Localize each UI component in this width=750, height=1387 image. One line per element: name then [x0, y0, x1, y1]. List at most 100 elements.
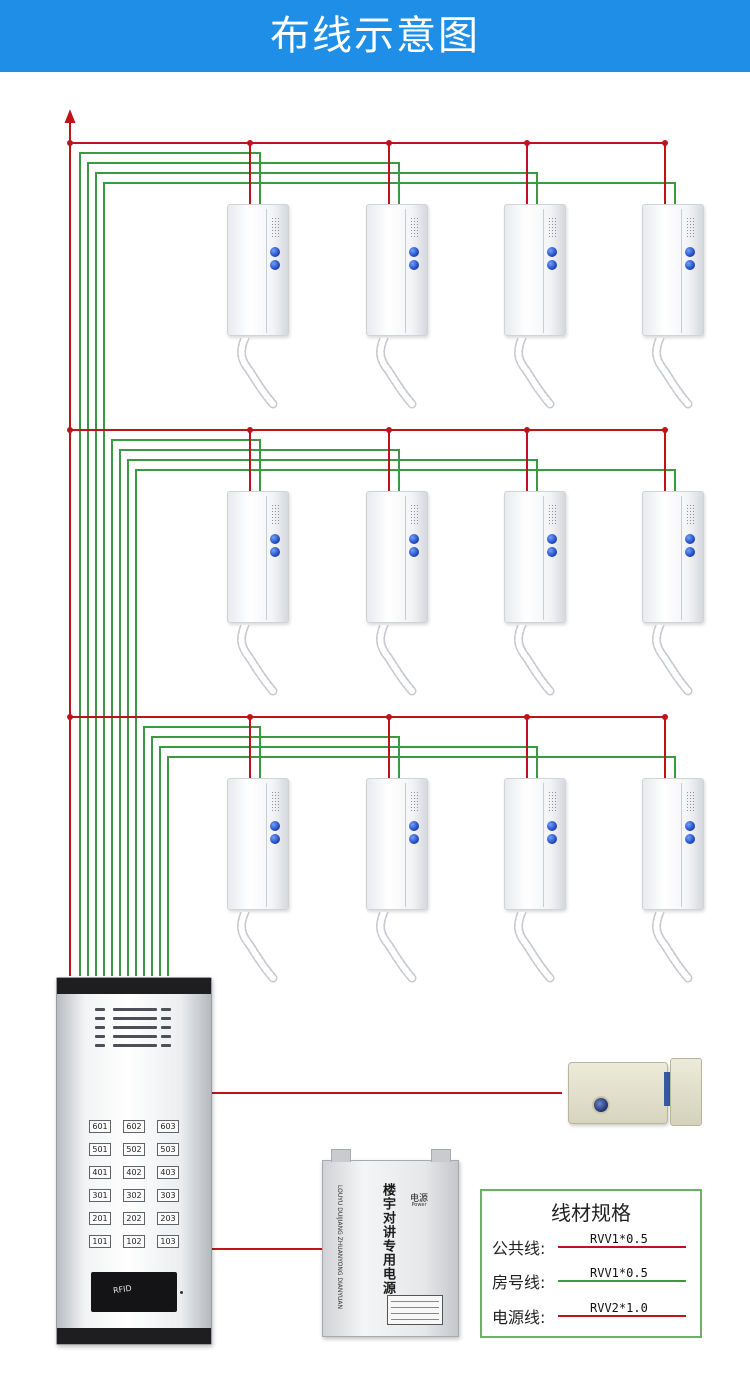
speaker-icon: [271, 791, 281, 811]
wire-junction: [386, 427, 392, 433]
room-key-button[interactable]: 603: [157, 1120, 179, 1133]
call-button-icon: [270, 821, 280, 831]
psu-subtitle: Power: [411, 1202, 427, 1208]
call-button-icon: [409, 247, 419, 257]
coiled-cord-icon: [376, 338, 417, 409]
spec-swatch-power: [558, 1315, 686, 1317]
call-button-icon: [685, 247, 695, 257]
grille-slot: [113, 1026, 157, 1029]
unlock-button-icon: [270, 834, 280, 844]
spec-value-power: RVV2*1.0: [590, 1301, 648, 1315]
spec-swatch-common: [558, 1246, 686, 1248]
mount-tab: [331, 1149, 351, 1162]
room-key-button[interactable]: 401: [89, 1166, 111, 1179]
grille-slot: [161, 1035, 171, 1038]
room-key-button[interactable]: 102: [123, 1235, 145, 1248]
room-key-button[interactable]: 602: [123, 1120, 145, 1133]
wire-junction: [247, 140, 253, 146]
coiled-cord-icon: [376, 912, 417, 983]
room-key-button[interactable]: 103: [157, 1235, 179, 1248]
indoor-handset: [504, 491, 566, 697]
indoor-handset: [366, 491, 428, 697]
handset-body: [366, 778, 428, 910]
speaker-icon: [686, 217, 696, 237]
room-wire: [111, 439, 261, 976]
strike-plate: [670, 1058, 702, 1126]
grille-slot: [95, 1026, 105, 1029]
psu-title: 电源: [409, 1194, 428, 1204]
room-key-button[interactable]: 303: [157, 1189, 179, 1202]
call-button-icon: [409, 821, 419, 831]
room-key-button[interactable]: 403: [157, 1166, 179, 1179]
handset-body: [227, 778, 289, 910]
door-entry-panel: 601 602 603 501 502 503 401 402 403 301 302 303 201 2…: [56, 977, 212, 1345]
room-wire: [79, 152, 261, 976]
wire-junction: [247, 427, 253, 433]
handset-body: [366, 204, 428, 336]
coiled-cord-icon: [237, 338, 278, 409]
indoor-handset: [642, 204, 704, 410]
rfid-label: RFID: [112, 1283, 133, 1296]
room-key-button[interactable]: 601: [89, 1120, 111, 1133]
room-key-button[interactable]: 101: [89, 1235, 111, 1248]
call-button-icon: [409, 534, 419, 544]
rfid-reader: RFID: [91, 1272, 177, 1312]
spec-swatch-room: [558, 1280, 686, 1282]
room-key-button[interactable]: 202: [123, 1212, 145, 1225]
call-button-icon: [547, 821, 557, 831]
wire-junction: [524, 427, 530, 433]
coiled-cord-icon: [514, 338, 555, 409]
handset-body: [227, 204, 289, 336]
grille-slot: [95, 1017, 105, 1020]
room-key-button[interactable]: 402: [123, 1166, 145, 1179]
room-wire: [167, 756, 676, 976]
indoor-handset: [227, 491, 289, 697]
unlock-button-icon: [409, 834, 419, 844]
speaker-icon: [686, 504, 696, 524]
speaker-icon: [410, 791, 420, 811]
psu-pinyin-label: LOUYU DUIJIANG ZHUANYONG DIANYUAN: [336, 1185, 343, 1310]
psu-spec-plate: [387, 1295, 443, 1325]
unlock-button-icon: [270, 547, 280, 557]
cable-spec-legend: 线材规格 公共线: RVV1*0.5 房号线: RVV1*0.5 电源线: RV…: [480, 1189, 702, 1338]
coiled-cord-icon: [652, 912, 693, 983]
indoor-handset: [227, 778, 289, 984]
unlock-button-icon: [270, 260, 280, 270]
handset-body: [642, 778, 704, 910]
power-supply-box: LOUYU DUIJIANG ZHUANYONG DIANYUAN 楼宇对讲专用…: [322, 1149, 459, 1337]
room-key-button[interactable]: 301: [89, 1189, 111, 1202]
wire-junction: [247, 714, 253, 720]
psu-brand-label: 楼宇对讲专用电源: [380, 1183, 395, 1295]
room-key-button[interactable]: 501: [89, 1143, 111, 1156]
key-cylinder-icon: [592, 1096, 610, 1114]
mount-tab: [431, 1149, 451, 1162]
speaker-icon: [410, 504, 420, 524]
grille-slot: [113, 1017, 157, 1020]
grille-slot: [95, 1035, 105, 1038]
speaker-icon: [271, 504, 281, 524]
room-key-button[interactable]: 302: [123, 1189, 145, 1202]
unlock-button-icon: [685, 834, 695, 844]
room-key-button[interactable]: 503: [157, 1143, 179, 1156]
indoor-handset: [504, 778, 566, 984]
header-bar: 布线示意图: [0, 0, 750, 72]
handset-body: [642, 491, 704, 623]
spec-label-common: 公共线:: [492, 1239, 546, 1258]
speaker-icon: [686, 791, 696, 811]
wire-junction: [67, 140, 73, 146]
room-key-button[interactable]: 203: [157, 1212, 179, 1225]
call-button-icon: [547, 534, 557, 544]
coiled-cord-icon: [652, 625, 693, 696]
speaker-icon: [548, 217, 558, 237]
indoor-handset: [504, 204, 566, 410]
unlock-button-icon: [685, 260, 695, 270]
wire-junction: [67, 714, 73, 720]
handset-body: [504, 778, 566, 910]
spec-label-power: 电源线:: [492, 1308, 546, 1327]
room-key-button[interactable]: 502: [123, 1143, 145, 1156]
speaker-icon: [271, 217, 281, 237]
room-key-button[interactable]: 201: [89, 1212, 111, 1225]
handset-body: [504, 204, 566, 336]
spec-value-common: RVV1*0.5: [590, 1232, 648, 1246]
